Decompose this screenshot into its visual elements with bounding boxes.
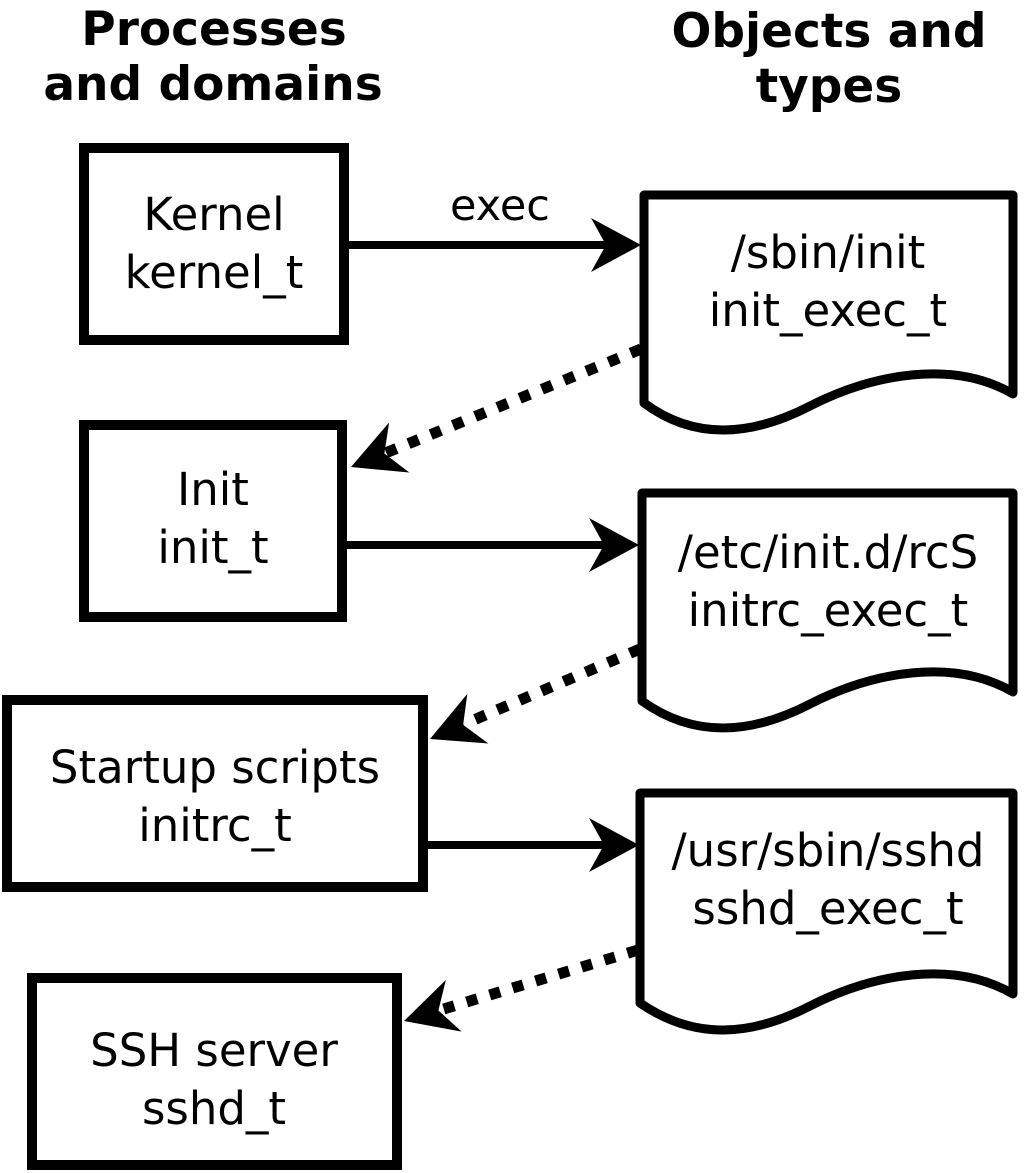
object-doc-usr-sbin-sshd-shape — [635, 788, 1018, 1035]
arrowhead-left-icon — [404, 979, 462, 1032]
object-type-etc-initd-rcs: initrc_exec_t — [688, 584, 969, 637]
transition-arrow-sbin-init-to-init — [351, 343, 644, 473]
transition-arrow-etc-initd-rcs-to-startup-scripts — [430, 643, 643, 744]
process-box-startup-scripts-rect — [2, 695, 428, 892]
transition-arrow-1-line — [380, 343, 644, 460]
exec-arrow-init-to-etc-initd-rcs — [347, 518, 639, 572]
object-doc-etc-initd-rcs: /etc/init.d/rcS initrc_exec_t — [637, 488, 1018, 733]
process-name-init: Init — [177, 463, 249, 516]
exec-arrow-startup-scripts-to-usr-sbin-sshd — [428, 818, 639, 872]
header-objects-line1: Objects and — [671, 4, 986, 59]
process-box-ssh-server-rect — [27, 973, 402, 1170]
process-domain-ssh-server: sshd_t — [142, 1082, 286, 1135]
arrowhead-left-icon — [430, 693, 489, 744]
object-path-usr-sbin-sshd: /usr/sbin/sshd — [672, 824, 985, 877]
arrowhead-right-icon — [591, 218, 641, 272]
process-name-startup-scripts: Startup scripts — [50, 741, 380, 794]
arrowhead-left-icon — [351, 422, 410, 473]
object-type-sbin-init: init_exec_t — [709, 284, 947, 337]
transition-arrow-3-line — [435, 944, 640, 1017]
process-box-kernel-rect — [79, 143, 349, 345]
transition-arrow-2-line — [459, 643, 643, 731]
object-doc-sbin-init: /sbin/init init_exec_t — [639, 190, 1018, 435]
object-path-sbin-init: /sbin/init — [731, 226, 926, 279]
arrowhead-right-icon — [589, 518, 639, 572]
arrowhead-right-icon — [589, 818, 639, 872]
process-box-kernel: Kernel kernel_t — [79, 143, 349, 345]
header-objects-line2: types — [756, 59, 903, 114]
exec-arrow-kernel-to-sbin-init: exec — [349, 181, 641, 272]
process-box-ssh-server: SSH server sshd_t — [27, 973, 402, 1170]
process-name-kernel: Kernel — [143, 188, 284, 241]
header-processes-line1: Processes — [81, 2, 346, 57]
object-doc-sbin-init-shape — [639, 190, 1018, 435]
process-box-startup-scripts: Startup scripts initrc_t — [2, 695, 428, 892]
object-doc-etc-initd-rcs-shape — [637, 488, 1018, 733]
column-header-objects: Objects and types — [671, 4, 986, 114]
process-box-init: Init init_t — [79, 420, 347, 622]
exec-arrow-label: exec — [450, 181, 550, 231]
process-name-ssh-server: SSH server — [90, 1024, 338, 1077]
process-box-init-rect — [79, 420, 347, 622]
process-domain-startup-scripts: initrc_t — [138, 799, 292, 852]
column-header-processes: Processes and domains — [43, 2, 382, 112]
object-type-usr-sbin-sshd: sshd_exec_t — [692, 882, 963, 935]
object-path-etc-initd-rcs: /etc/init.d/rcS — [678, 526, 978, 579]
header-processes-line2: and domains — [43, 57, 382, 112]
object-doc-usr-sbin-sshd: /usr/sbin/sshd sshd_exec_t — [635, 788, 1018, 1035]
process-domain-kernel: kernel_t — [125, 246, 304, 299]
transition-arrow-usr-sbin-sshd-to-ssh-server — [404, 944, 640, 1032]
process-domain-init: init_t — [157, 521, 268, 574]
